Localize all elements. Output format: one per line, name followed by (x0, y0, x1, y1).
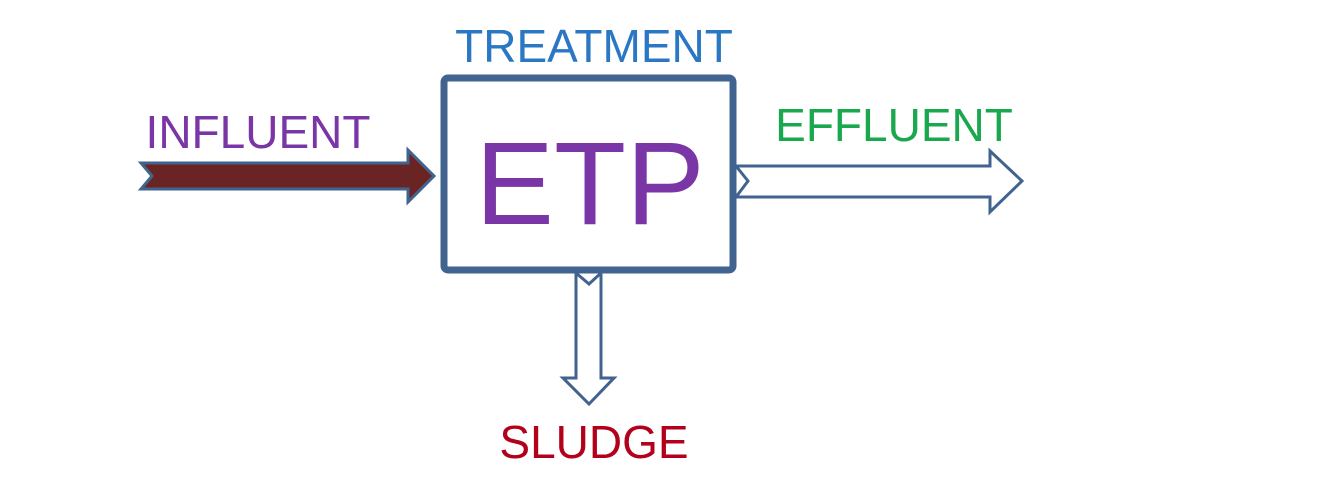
sludge-label: SLUDGE (499, 416, 688, 468)
etp-label: ETP (475, 118, 705, 250)
effluent-label: EFFLUENT (775, 99, 1013, 151)
influent-arrow-icon (137, 146, 437, 206)
sludge-arrow-icon (559, 269, 618, 407)
effluent-arrow-icon (732, 147, 1025, 216)
etp-box (440, 74, 737, 274)
treatment-label: TREATMENT (455, 20, 733, 72)
influent-label: INFLUENT (146, 106, 371, 158)
